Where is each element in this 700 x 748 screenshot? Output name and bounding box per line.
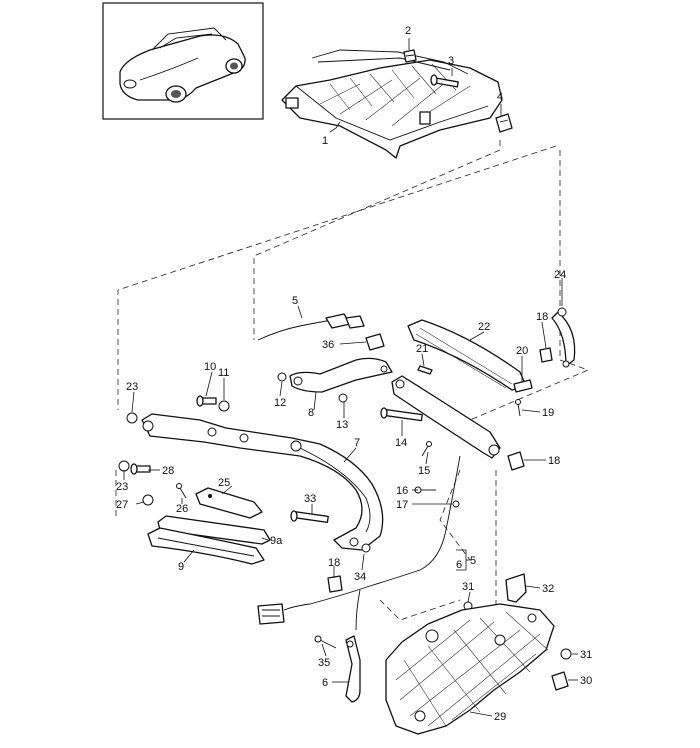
part-4-clip (495, 113, 513, 133)
part-18-clip-right (507, 451, 525, 471)
part-36-connector (365, 333, 385, 351)
label-30: 30 (580, 675, 592, 687)
part-35-screw (314, 635, 337, 649)
part-labels: 1 2 3 4 5 5 6 6 7 8 9 9a 10 11 12 13 14 … (116, 25, 592, 723)
label-23-lower: 23 (116, 481, 128, 493)
label-26: 26 (176, 503, 188, 515)
label-6-harness: 6 (456, 559, 462, 571)
part-32-bracket (505, 573, 527, 603)
part-26-screw (176, 483, 187, 499)
alignment-lines (115, 140, 590, 621)
label-11: 11 (218, 367, 229, 379)
part-6-lever (345, 635, 361, 703)
label-33: 33 (304, 493, 316, 505)
label-6-lever: 6 (322, 677, 328, 689)
part-20-bracket (513, 379, 533, 393)
part-34-nut (361, 543, 371, 553)
label-16: 16 (396, 485, 408, 497)
leader-lines (123, 38, 578, 717)
label-8: 8 (308, 407, 314, 419)
label-32: 32 (542, 583, 554, 595)
label-9a: 9a (270, 535, 283, 547)
part-11-washer (218, 400, 230, 412)
part-18-clip-lower (327, 575, 343, 593)
part-29-base-bracket (385, 603, 555, 735)
part-25-trim (195, 487, 263, 519)
part-5-6-harness (257, 455, 461, 631)
label-7: 7 (354, 437, 360, 449)
part-14-pin (380, 407, 423, 422)
label-1: 1 (322, 135, 328, 147)
part-16-screw (414, 486, 436, 494)
part-12-washer (277, 372, 287, 382)
label-35: 35 (318, 657, 330, 669)
label-29: 29 (494, 711, 506, 723)
part-23-nut-upper (126, 412, 138, 424)
label-13: 13 (336, 419, 348, 431)
part-24-strap (551, 307, 576, 368)
label-31-upper: 31 (462, 581, 474, 593)
label-19: 19 (542, 407, 554, 419)
part-5-cable (257, 313, 365, 341)
part-1-roof-frame (281, 49, 503, 159)
part-33-pin (290, 510, 329, 523)
label-2: 2 (405, 25, 411, 37)
label-22: 22 (478, 321, 490, 333)
label-23-upper: 23 (126, 381, 138, 393)
part-21-screw (417, 365, 433, 375)
part-lower-arm (391, 375, 501, 459)
label-34: 34 (354, 571, 366, 583)
label-18-upper: 18 (536, 311, 548, 323)
label-4: 4 (497, 91, 503, 103)
label-21: 21 (416, 343, 428, 355)
part-13-nut (338, 393, 348, 403)
part-7-linkage (141, 413, 384, 551)
label-14: 14 (395, 437, 407, 449)
part-9-seal (147, 527, 265, 565)
label-31-right: 31 (580, 649, 592, 661)
label-12: 12 (274, 397, 286, 409)
vehicle-thumbnail (102, 2, 264, 120)
part-22-guide (407, 319, 527, 391)
part-15-screw (421, 441, 432, 457)
label-5-lower: 5 (470, 555, 476, 567)
label-9: 9 (178, 561, 184, 573)
label-24: 24 (554, 269, 566, 281)
part-30-clip (551, 671, 569, 691)
label-18-right: 18 (548, 455, 560, 467)
part-23-nut-lower (118, 460, 130, 472)
label-18-lower: 18 (328, 557, 340, 569)
label-3: 3 (448, 55, 454, 67)
part-17-clip (452, 500, 460, 508)
label-36: 36 (322, 339, 334, 351)
label-28: 28 (162, 465, 174, 477)
label-17: 17 (396, 499, 408, 511)
part-19-screw (515, 399, 521, 417)
label-15: 15 (418, 465, 430, 477)
part-8-link (289, 357, 393, 393)
part-27-washer (142, 494, 154, 506)
convertible-car-icon (119, 27, 246, 103)
part-31-nut-right (560, 648, 572, 660)
label-20: 20 (516, 345, 528, 357)
label-25: 25 (218, 477, 230, 489)
label-10: 10 (204, 361, 216, 373)
part-2-clip (403, 49, 417, 63)
part-28-bolt (130, 463, 151, 475)
label-27: 27 (116, 499, 128, 511)
part-18-clip-upper (539, 347, 553, 363)
part-10-bolt (196, 395, 217, 407)
part-3-bolt (430, 74, 459, 88)
label-5-upper: 5 (292, 295, 298, 307)
